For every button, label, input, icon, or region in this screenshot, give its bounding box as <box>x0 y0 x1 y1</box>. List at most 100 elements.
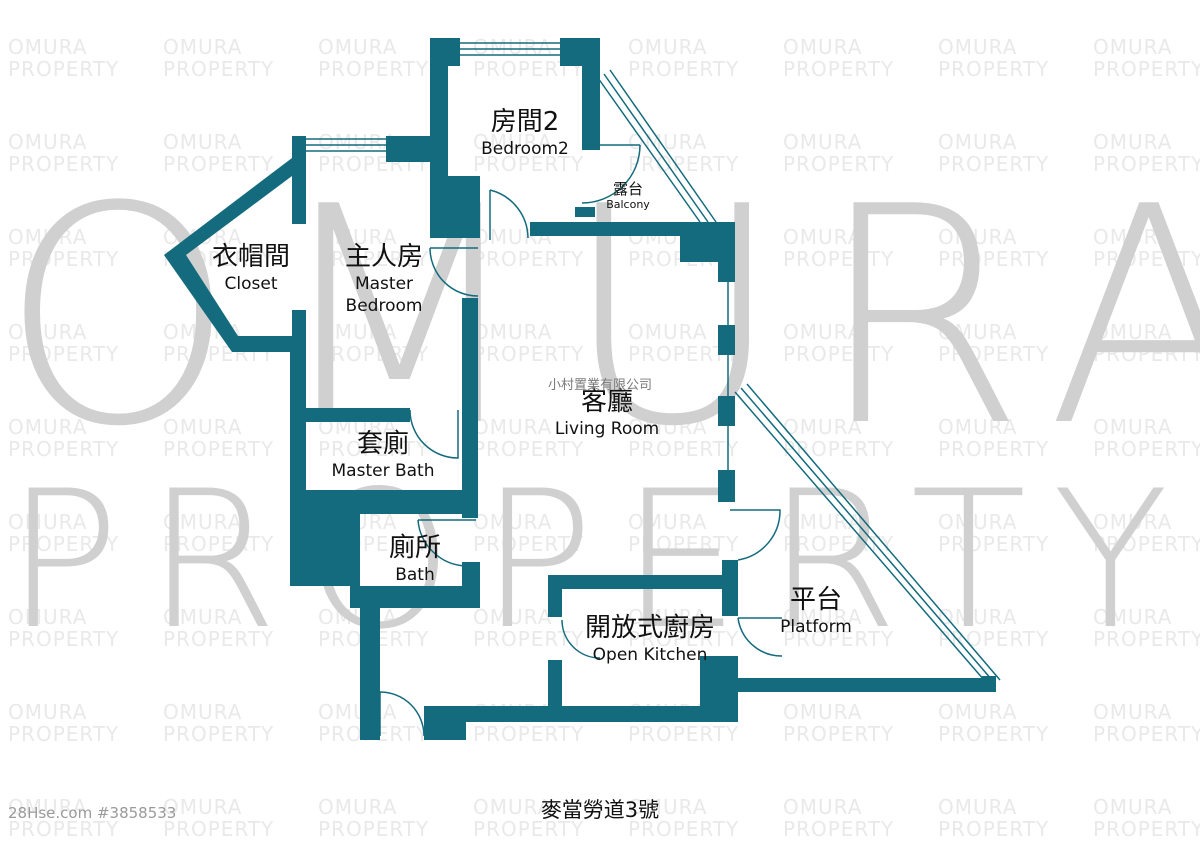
room-name-zh: 套廁 <box>356 429 410 459</box>
watermark-tile-line2: PROPERTY <box>1093 627 1200 651</box>
watermark-tile-line1: OMURA <box>163 130 243 154</box>
wall-bedroom2-right <box>582 38 600 150</box>
platform-rail-1 <box>734 391 985 681</box>
room-name-en: Open Kitchen <box>592 645 708 665</box>
watermark-tile-line1: OMURA <box>318 795 398 819</box>
room-label-master-bath: 套廁 Master Bath <box>332 428 435 482</box>
watermark-tile-line2: PROPERTY <box>318 817 430 841</box>
wall-kitchen-left-top <box>548 575 562 617</box>
room-name-en: Platform <box>780 617 852 637</box>
wall-bottom-main <box>460 706 720 722</box>
room-label-platform: 平台 Platform <box>780 584 852 638</box>
watermark-tile-line2: PROPERTY <box>8 57 120 81</box>
watermark-tile-line2: PROPERTY <box>8 437 120 461</box>
wall-living-right-3 <box>718 396 735 426</box>
wall-kitchen-right-low <box>700 656 738 722</box>
watermark-tile-line1: OMURA <box>1093 605 1173 629</box>
watermark-tile-line1: OMURA <box>163 35 243 59</box>
room-label-living-room: 客廳 Living Room <box>555 386 659 440</box>
room-label-master-bedroom: 主人房 Master Bedroom <box>324 241 444 317</box>
watermark-tile-line1: OMURA <box>473 605 553 629</box>
watermark-tile-line1: OMURA <box>783 130 863 154</box>
watermark-tile-line1: OMURA <box>1093 35 1173 59</box>
watermark-tile-line2: PROPERTY <box>8 342 120 366</box>
watermark-tile-line2: PROPERTY <box>1093 57 1200 81</box>
room-name-en: Master Bath <box>331 461 435 481</box>
balcony-rail-2 <box>603 73 709 223</box>
watermark-tile-line1: OMURA <box>473 320 553 344</box>
watermark-tile-line2: PROPERTY <box>938 437 1050 461</box>
watermark-tile-line2: PROPERTY <box>8 627 120 651</box>
watermark-big-omura: OMURA <box>0 143 1200 492</box>
wall-kitchen-right <box>722 560 738 616</box>
watermark-tile-line2: PROPERTY <box>473 722 585 746</box>
watermark-tile-line2: PROPERTY <box>163 532 275 556</box>
watermark-tile-line2: PROPERTY <box>783 627 895 651</box>
watermark-tile-line2: PROPERTY <box>318 247 430 271</box>
room-name-en: Bedroom2 <box>481 139 569 159</box>
watermark-tile-line2: PROPERTY <box>8 152 120 176</box>
watermark-tile-line1: OMURA <box>1093 130 1173 154</box>
wall-bedroom2-bottom <box>430 176 480 238</box>
watermark-tile-line1: OMURA <box>1093 700 1173 724</box>
watermark-tile-line1: OMURA <box>318 320 398 344</box>
watermark-tile-line2: PROPERTY <box>628 627 740 651</box>
watermark-tile-line2: PROPERTY <box>8 247 120 271</box>
door-bath <box>417 519 476 567</box>
watermark-tile-line2: PROPERTY <box>783 437 895 461</box>
watermark-tile-line1: OMURA <box>8 605 88 629</box>
watermark-tile-line1: OMURA <box>8 320 88 344</box>
watermark-tile-line1: OMURA <box>163 700 243 724</box>
wall-bedroom2-tl <box>430 38 460 66</box>
watermark-tile-line1: OMURA <box>628 320 708 344</box>
watermark-tile-line2: PROPERTY <box>1093 152 1200 176</box>
watermark-tile-line1: OMURA <box>783 795 863 819</box>
room-label-closet: 衣帽間 Closet <box>212 241 290 295</box>
watermark-tile-line2: PROPERTY <box>628 437 740 461</box>
wall-bedroom2-stub <box>386 136 448 162</box>
watermark-tile-line2: PROPERTY <box>783 247 895 271</box>
watermark-tile-line2: PROPERTY <box>628 342 740 366</box>
watermark-tile-line1: OMURA <box>938 795 1018 819</box>
wall-platform-bottom <box>735 678 995 692</box>
room-name-zh: 平台 <box>789 585 843 615</box>
watermark-tile-line1: OMURA <box>473 510 553 534</box>
watermark-tile-line1: OMURA <box>938 225 1018 249</box>
watermark-tile-line1: OMURA <box>318 225 398 249</box>
watermark-tile-line1: OMURA <box>938 510 1018 534</box>
property-address: 麥當勞道3號 <box>540 798 660 822</box>
watermark-tile-line2: PROPERTY <box>8 532 120 556</box>
door-kitchen-left <box>561 619 601 659</box>
watermark-tile-line1: OMURA <box>8 130 88 154</box>
wall-masterbath-top <box>306 408 410 422</box>
watermark-tile-line1: OMURA <box>628 415 708 439</box>
wall-entrance-left <box>360 600 380 740</box>
wall-platform-end <box>982 676 996 692</box>
watermark-tile-line2: PROPERTY <box>473 532 585 556</box>
watermark-tile-line2: PROPERTY <box>473 817 585 841</box>
